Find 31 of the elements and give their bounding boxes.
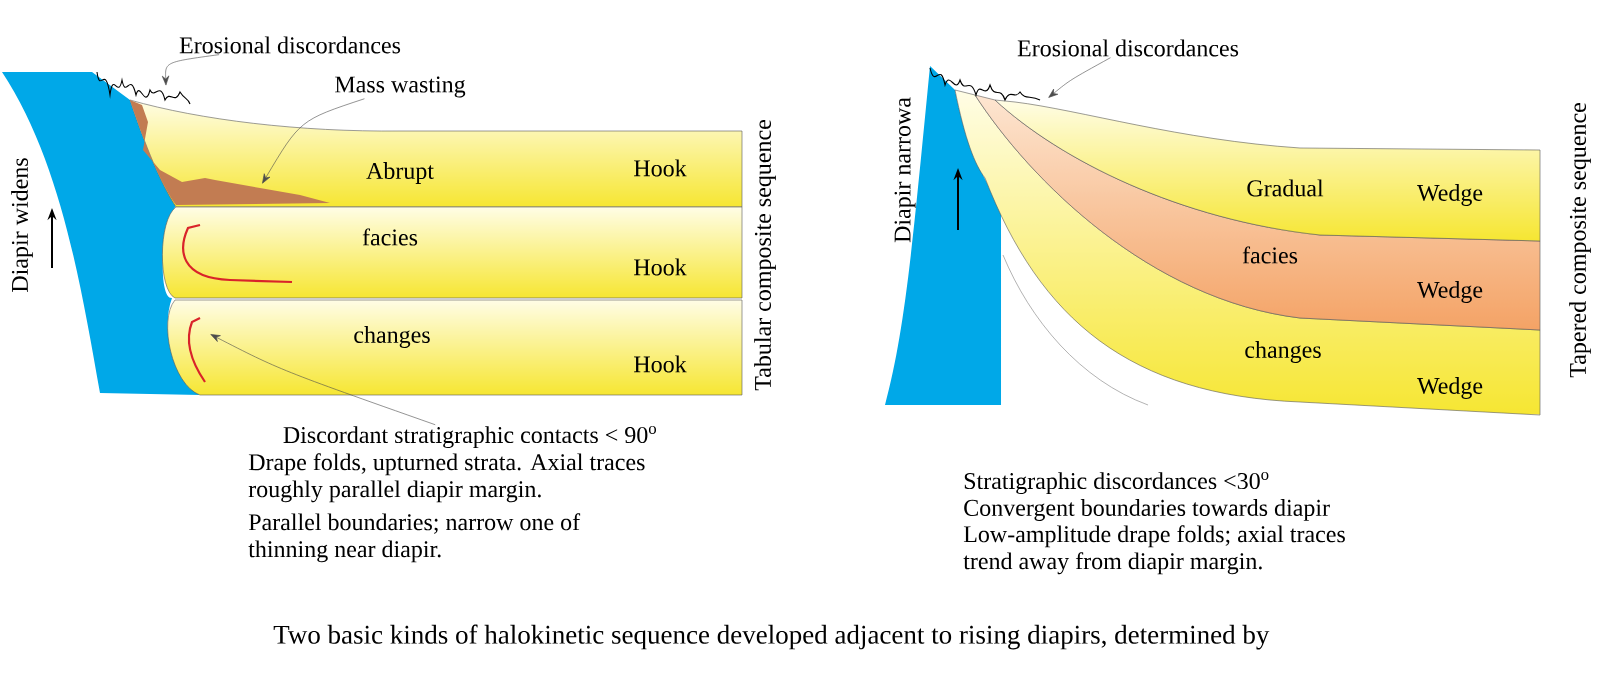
layer-label: Wedge	[1417, 377, 1483, 399]
layer-label: Hook	[634, 258, 687, 276]
layer-label: facies	[1242, 246, 1298, 264]
note-text: Low-amplitude drape folds; axial traces trend away from diapir margin.	[963, 525, 1345, 575]
layer-label: Hook	[634, 159, 687, 177]
axis-label: Tabular composite sequence	[754, 120, 776, 391]
note-text: Convergent boundaries towards diapir	[964, 499, 1330, 521]
callout-text: Discordant stratigraphic contacts < 90$^{o}$	[283, 425, 657, 449]
layer-label: Gradual	[1247, 179, 1324, 197]
layer-label: changes	[354, 326, 430, 348]
erosion-squiggle	[929, 67, 1041, 101]
note-text: Parallel boundaries; narrow one of thinning near diapir.	[248, 513, 581, 563]
leader-line	[262, 98, 365, 184]
axis-label: Diapir widens	[11, 158, 33, 292]
callout-text: Erosional discordances	[1017, 39, 1239, 57]
caption: Two basic kinds of halokinetic sequence developed adjacent to rising diapirs, determined by	[273, 624, 1270, 650]
mass-wasting-deposit	[130, 100, 330, 205]
leader-line	[210, 334, 436, 426]
callout-text: Mass wasting	[335, 76, 466, 98]
layer-label: changes	[1245, 341, 1321, 363]
layer-label: Wedge	[1417, 184, 1483, 206]
erosion-squiggle	[96, 71, 191, 105]
callout-text: Erosional discordances	[179, 36, 401, 54]
leader-line	[1048, 57, 1111, 98]
note-text: Stratigraphic discordances <30$^{o}$	[964, 471, 1269, 495]
layer-label: facies	[362, 228, 418, 246]
layer-label: Wedge	[1417, 281, 1483, 303]
leader-line	[161, 54, 220, 86]
layer-label: Hook	[634, 355, 687, 373]
fold-trace	[187, 317, 206, 383]
axis-label: Tapered composite sequence	[1569, 103, 1591, 378]
